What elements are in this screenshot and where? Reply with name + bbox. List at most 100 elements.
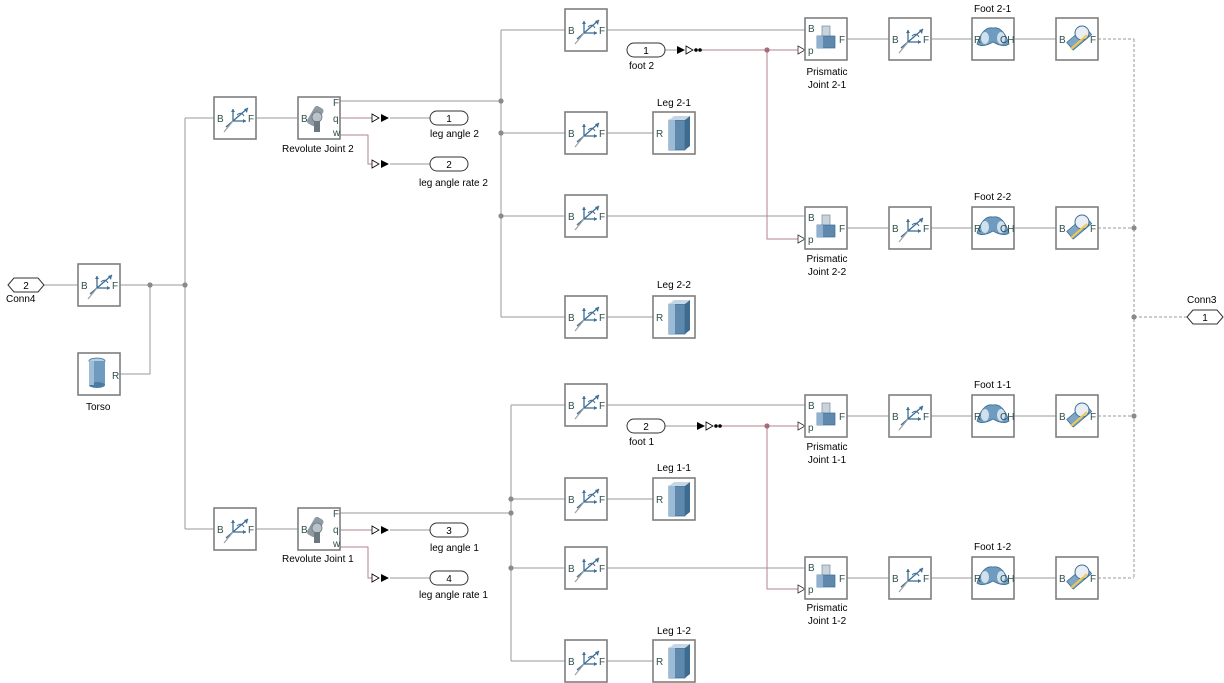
port-ch-label: CH — [1000, 224, 1014, 235]
leg-1-1-block[interactable]: R — [652, 477, 696, 521]
leg-angle-rate-2-outport[interactable]: 2 — [429, 156, 469, 172]
port-number: 1 — [1202, 313, 1208, 324]
conn4-port[interactable]: 2 — [7, 277, 45, 293]
block-border — [888, 17, 932, 61]
port-number: 3 — [446, 526, 452, 537]
block-border — [564, 383, 608, 427]
port-number: 2 — [23, 281, 29, 292]
foot-1-inport[interactable]: 2 — [626, 418, 666, 434]
port-b-label: B — [301, 114, 308, 125]
port-f-label: F — [248, 525, 254, 536]
branch-point — [764, 423, 770, 429]
block-border — [888, 206, 932, 250]
brick-solid-icon — [668, 643, 691, 679]
leg-2-2-block[interactable]: R — [652, 295, 696, 339]
port-f-label: F — [599, 212, 605, 223]
foot-2-2-label: Foot 2-2 — [974, 192, 1012, 203]
prismatic-1-1-label-line2: Joint 1-1 — [807, 455, 847, 466]
port-r-label: R — [656, 313, 663, 324]
torso-block[interactable]: R — [77, 352, 121, 396]
branch-point — [508, 496, 514, 502]
port-b-label: B — [808, 213, 815, 224]
port-b-label: B — [892, 35, 899, 46]
port-b-label: B — [568, 564, 575, 575]
revolute-joint-1-label: Revolute Joint 1 — [282, 554, 354, 565]
block-border — [213, 507, 257, 551]
prismatic-joint-1-2-block[interactable]: BpF — [804, 556, 848, 600]
prismatic-1-2-label-line1: Prismatic — [806, 603, 848, 614]
connection-line — [766, 50, 798, 240]
branch-point — [508, 565, 514, 571]
leg-angle-2-label: leg angle 2 — [430, 129, 479, 140]
port-f-label: F — [599, 495, 605, 506]
block-border — [564, 546, 608, 590]
port-p-label: p — [808, 423, 814, 434]
block-border — [564, 477, 608, 521]
branch-point — [498, 98, 504, 104]
port-ch-label: CH — [1000, 35, 1014, 46]
leg-angle-rate-1-label: leg angle rate 1 — [419, 590, 488, 601]
conn3-port[interactable]: 1 — [1186, 309, 1224, 325]
block-border — [564, 194, 608, 238]
port-f-label: F — [923, 574, 929, 585]
port-p-label: p — [808, 46, 814, 57]
port-f-label: F — [112, 281, 118, 292]
port-r-label: R — [112, 371, 119, 382]
leg-1-2-label: Leg 1-2 — [657, 626, 691, 637]
port-f-label: F — [248, 114, 254, 125]
leg-1-2-block[interactable]: R — [652, 639, 696, 683]
leg-2-1-block[interactable]: R — [652, 111, 696, 155]
foot-1-inport-label: foot 1 — [629, 437, 655, 448]
leg-angle-2-outport[interactable]: 1 — [429, 110, 469, 126]
port-f-label: F — [599, 564, 605, 575]
signal-arrowhead — [797, 45, 806, 55]
port-f-label: F — [923, 224, 929, 235]
port-b-label: B — [808, 563, 815, 574]
port-f-label: F — [923, 412, 929, 423]
port-f-label: F — [599, 26, 605, 37]
foot-2-inport[interactable]: 1 — [626, 42, 666, 58]
prismatic-joint-2-2-block[interactable]: BpF — [804, 206, 848, 250]
ps-converter-rate-1 — [371, 573, 389, 583]
branch-point — [508, 510, 514, 516]
leg-angle-1-outport[interactable]: 3 — [429, 522, 469, 538]
prismatic-joint-2-1-block[interactable]: BpF — [804, 17, 848, 61]
connection-line — [607, 29, 806, 39]
brick-solid-icon — [668, 115, 691, 151]
port-b-label: B — [568, 26, 575, 37]
prismatic-2-1-label-line2: Joint 2-1 — [807, 80, 847, 91]
port-f-label: F — [1090, 35, 1096, 46]
block-border — [564, 639, 608, 683]
port-number: 1 — [643, 46, 649, 57]
port-b-label: B — [568, 401, 575, 412]
leg-2-1-label: Leg 2-1 — [657, 98, 691, 109]
leg-angle-rate-1-outport[interactable]: 4 — [429, 570, 469, 586]
prismatic-joint-1-1-block[interactable]: BpF — [804, 394, 848, 438]
branch-point — [1131, 225, 1137, 231]
